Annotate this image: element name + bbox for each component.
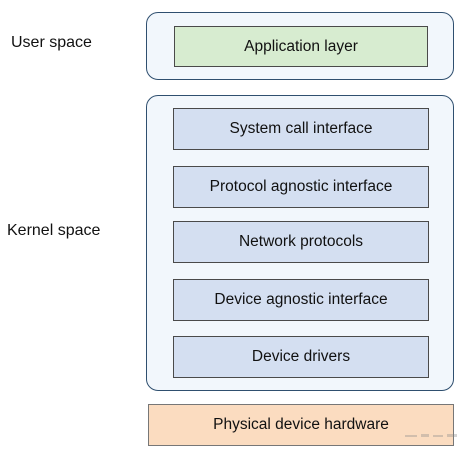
application-layer-label: Application layer	[244, 37, 358, 55]
physical-device-hardware-box: Physical device hardware	[148, 404, 454, 446]
watermark-graphic	[405, 434, 457, 437]
device-agnostic-interface-label: Device agnostic interface	[214, 291, 388, 308]
user-space-label: User space	[11, 34, 92, 51]
system-call-interface-label: System call interface	[229, 120, 373, 137]
device-drivers-box: Device drivers	[173, 336, 429, 378]
network-protocols-label: Network protocols	[238, 233, 364, 250]
kernel-space-label: Kernel space	[7, 222, 101, 239]
system-call-interface-box: System call interface	[173, 108, 429, 150]
physical-device-hardware-label: Physical device hardware	[213, 416, 389, 433]
device-agnostic-interface-box: Device agnostic interface	[173, 279, 429, 321]
device-drivers-label: Device drivers	[251, 348, 351, 365]
protocol-agnostic-interface-label: Protocol agnostic interface	[209, 178, 393, 195]
protocol-agnostic-interface-box: Protocol agnostic interface	[173, 166, 429, 208]
application-layer-box: Application layer	[174, 26, 428, 67]
network-protocols-box: Network protocols	[173, 221, 429, 263]
